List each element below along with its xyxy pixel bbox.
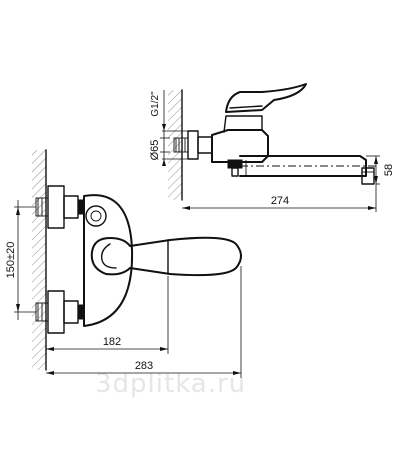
dim-274-label: 274 xyxy=(271,195,289,207)
side-view-inlet xyxy=(173,130,213,160)
dim-283-label: 283 xyxy=(135,360,153,372)
side-view-wall-hatch xyxy=(168,90,182,200)
dim-overall-length: 274 xyxy=(182,184,377,212)
dim-flange-diameter: Ø65 xyxy=(149,124,188,166)
front-view-wall-hatch xyxy=(32,150,46,370)
side-view-body xyxy=(211,83,307,177)
dim-182-label: 182 xyxy=(103,336,121,348)
dim-65-label: Ø65 xyxy=(149,140,161,161)
dim-to-handle: 182 xyxy=(46,276,169,354)
dim-thread: G1/2" xyxy=(150,90,170,153)
side-view: 274 58 Ø65 G1/2" xyxy=(149,83,395,212)
diverter-knob-icon xyxy=(85,205,107,227)
side-view-spout xyxy=(239,155,375,185)
dim-g12-label: G1/2" xyxy=(150,91,161,117)
dim-58-label: 58 xyxy=(383,164,395,176)
dim-150-label: 150±20 xyxy=(5,242,17,279)
watermark-text: 3dplitka.ru xyxy=(95,369,246,399)
dim-inlet-spacing: 150±20 xyxy=(5,200,36,320)
front-view-body xyxy=(83,194,134,327)
dim-spout-height: 58 xyxy=(366,155,395,185)
front-view-handle xyxy=(90,236,242,277)
dim-to-handle-tip: 283 xyxy=(46,266,242,378)
front-view: 150±20 182 283 xyxy=(5,149,242,378)
